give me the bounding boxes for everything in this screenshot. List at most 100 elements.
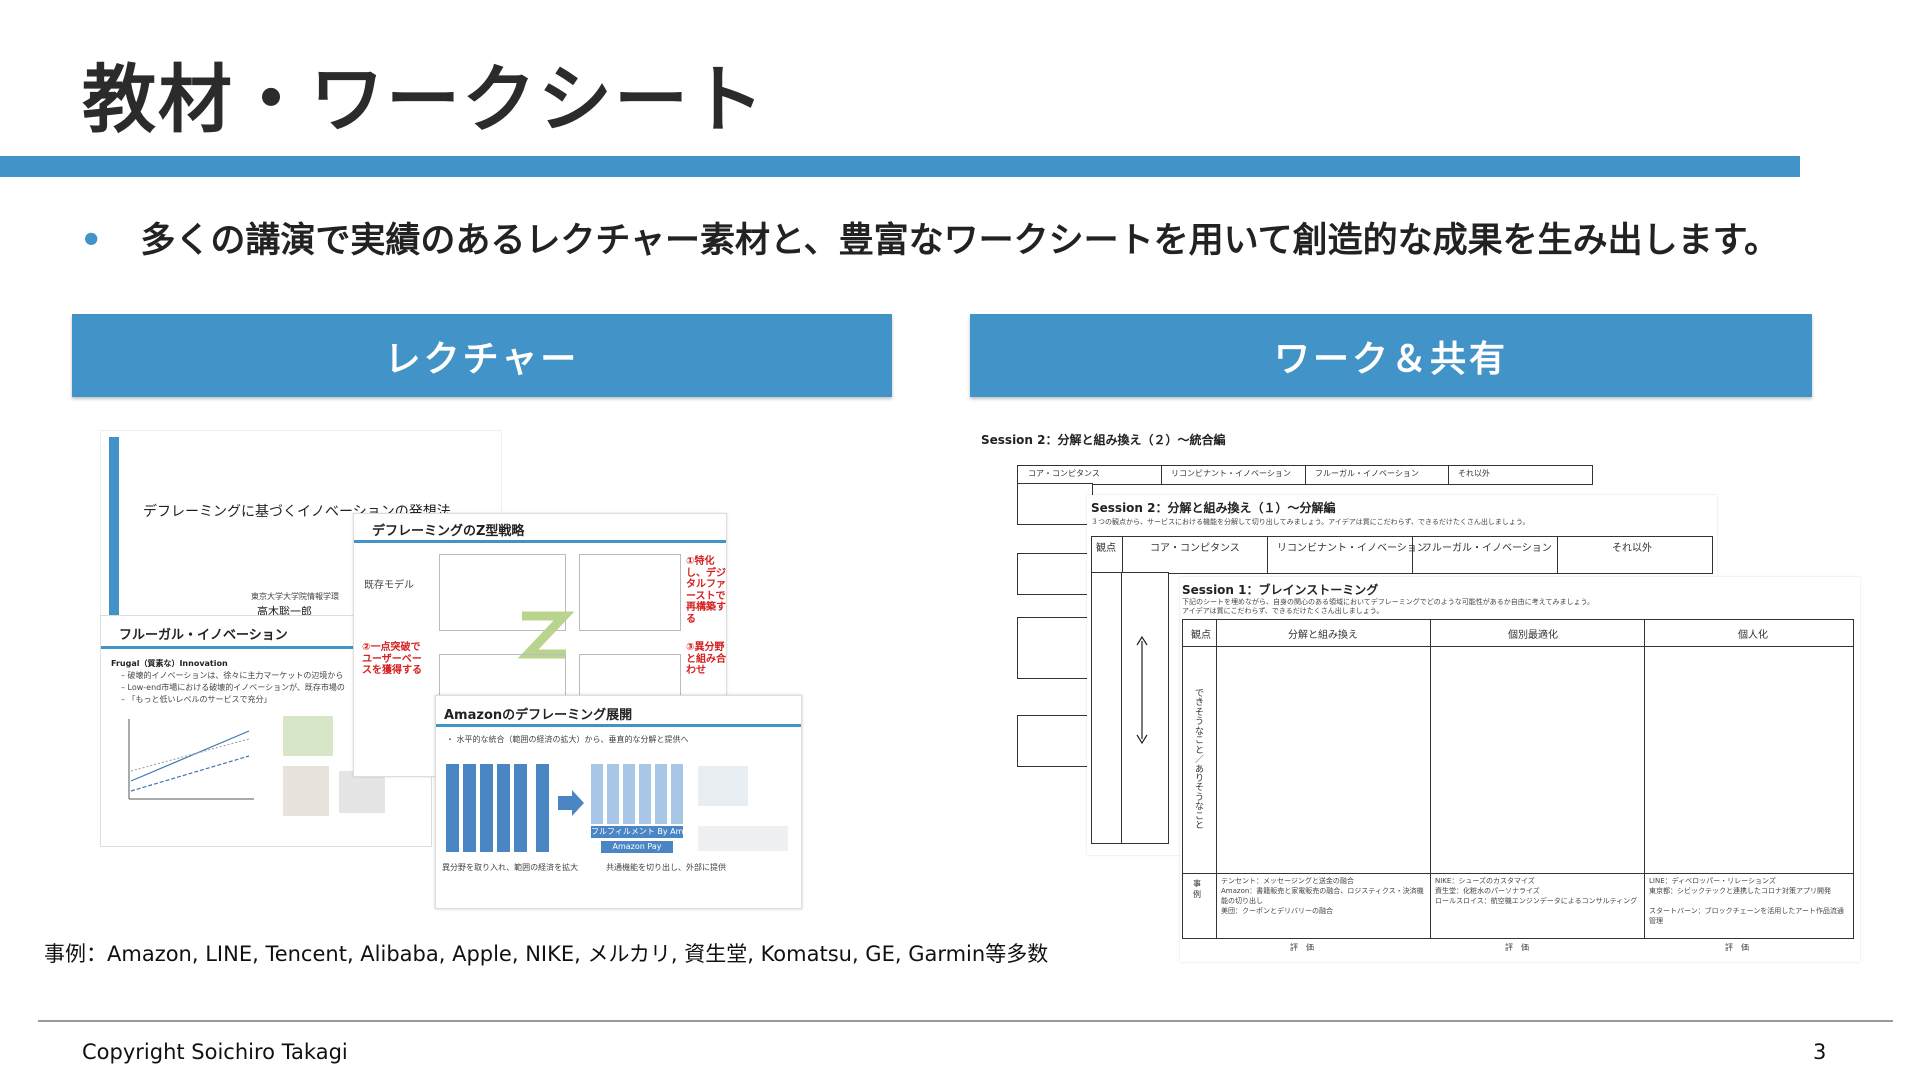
ws3-table: 観点 分解と組み換え 個別最適化 個人化 できそうなこと／ありそうなこと 事例 … [1182, 619, 1854, 939]
slide4-bullet: ・ 水平的な統合（範囲の経済の拡大）から、垂直的な分解と提供へ [446, 735, 689, 744]
slide4-rule [436, 724, 801, 727]
slide2-photo-1 [283, 716, 333, 756]
ws3-case-1-1: テンセント：メッセージングと送金の融合 [1221, 877, 1354, 885]
ws3-title: Session 1：ブレインストーミング [1182, 583, 1379, 597]
ws2-col-divider [1557, 537, 1558, 573]
ws3-col-divider [1216, 620, 1217, 938]
title-underline-bar [0, 156, 1800, 177]
lecture-slide-frugal: フルーガル・イノベーション Frugal（質素な）Innovation – 破壊… [100, 615, 432, 847]
ws1-cell [1017, 617, 1093, 679]
ws3-case-rule [1183, 873, 1853, 874]
ws3-side-label: できそうなこと／ありそうなこと [1195, 689, 1205, 832]
ws3-header-rule [1183, 646, 1853, 647]
ws2-title: Session 2：分解と組み換え（１）～分解編 [1091, 501, 1336, 515]
amazon-bar [446, 764, 459, 852]
amazon-bar [463, 764, 476, 852]
ws2-side-column [1121, 572, 1169, 844]
ws3-case-2-2: 資生堂：化粧水のパーソナライズ [1435, 887, 1540, 895]
copyright-text: Copyright Soichiro Takagi [82, 1040, 348, 1064]
ws2-col-divider [1267, 537, 1268, 573]
ws3-case-1-3: 美団：クーポンとデリバリーの融合 [1221, 907, 1333, 915]
intro-bullet: • 多くの講演で実績のあるレクチャー素材と、豊富なワークシートを用いて創造的な成果… [80, 212, 1779, 263]
slide2-title: フルーガル・イノベーション [119, 628, 288, 643]
amazon-bar-light [591, 764, 603, 824]
slide3-box-1 [439, 554, 566, 631]
amazon-bar [497, 764, 510, 852]
ws2-header-row: 観点 コア・コンピタンス リコンビナント・イノベーション フルーガル・イノベーシ… [1091, 536, 1713, 574]
ws1-header-row: コア・コンピタンス リコンビナント・イノベーション フルーガル・イノベーション … [1017, 465, 1593, 485]
ws1-cell [1017, 553, 1093, 595]
slide2-bullet-4: – 「もっと低いレベルのサービスで充分」 [121, 695, 272, 704]
ws3-col-header: 個別最適化 [1508, 630, 1558, 641]
amazon-pay-bar: Amazon Pay [601, 841, 673, 853]
slide4-title: Amazonのデフレーミング展開 [444, 708, 633, 723]
slide-accent-bar [109, 437, 119, 617]
ws3-eval-label: 評 価 [1505, 943, 1529, 952]
ws3-case-1-2: Amazon：書籍販売と家電販売の融合、ロジスティクス・決済機能の切り出し [1221, 887, 1424, 905]
slide4-left-note: 異分野を取り入れ、範囲の経済を拡大 [442, 863, 579, 872]
ws2-col-divider [1122, 537, 1123, 573]
case-examples-caption: 事例：Amazon, LINE, Tencent, Alibaba, Apple… [44, 942, 1049, 966]
ws3-description-2: アイデアは質にこだわらず、できるだけたくさん出しましょう。 [1182, 607, 1384, 615]
slide2-rule [101, 646, 431, 649]
ws2-description: ３つの観点から、サービスにおける機能を分解して切り出してみましょう。アイデアは質… [1091, 518, 1530, 526]
slide1-university: 東京大学大学院情報学環 [251, 592, 339, 601]
slide2-performance-chart [128, 719, 254, 800]
slide3-red-note-2: ②一点突破でユーザーベースを獲得する [362, 642, 422, 676]
ws2-left-column [1091, 572, 1123, 844]
amazon-bar-light [671, 764, 683, 824]
ws3-eval-label: 評 価 [1290, 943, 1314, 952]
ws1-col-divider [1448, 466, 1449, 484]
slide2-bullet-3: – Low-end市場における破壊的イノベーションが、既存市場の [121, 683, 345, 692]
ws1-col-header: フルーガル・イノベーション [1315, 469, 1419, 478]
ws2-col-header: フルーガル・イノベーション [1422, 543, 1552, 554]
ws3-case-2-1: NIKE：シューズのカスタマイズ [1435, 877, 1535, 885]
amazon-bar-light [607, 764, 619, 824]
worksheet-collage: Session 2：分解と組み換え（２）～統合編 コア・コンピタンス リコンビナ… [975, 425, 1865, 965]
slide3-title: デフレーミングのZ型戦略 [372, 524, 525, 539]
bullet-dot-icon: • [80, 221, 103, 261]
slide4-image-1 [698, 766, 748, 806]
slide3-existing-model-label: 既存モデル [364, 580, 414, 591]
ws3-case-3-1: LINE：ディベロッパー・リレーションズ [1649, 877, 1776, 885]
ws3-col-divider [1430, 620, 1431, 938]
ws2-col-header: 観点 [1096, 543, 1116, 554]
slide1-author: 高木聡一郎 [257, 605, 312, 618]
lecture-header: レクチャー [72, 314, 892, 397]
slide2-photo-2 [283, 766, 329, 816]
ws1-cell [1017, 483, 1093, 525]
ws1-col-divider [1305, 466, 1306, 484]
ws1-title: Session 2：分解と組み換え（２）～統合編 [981, 433, 1226, 447]
amazon-bar [514, 764, 527, 852]
ws3-case-3-2: 東京都：シビックテックと連携したコロナ対策アプリ開発 [1649, 887, 1831, 895]
ws1-col-header: それ以外 [1458, 469, 1490, 478]
ws2-col-header: コア・コンピタンス [1150, 543, 1240, 554]
ws2-col-header: それ以外 [1612, 543, 1652, 554]
ws3-case-label: 事例 [1193, 879, 1201, 899]
ws3-col-header: 個人化 [1738, 630, 1768, 641]
slide2-bullet-1: Frugal（質素な）Innovation [111, 659, 228, 668]
ws2-col-header: リコンビナント・イノベーション [1277, 543, 1427, 554]
amazon-bar-light [655, 764, 667, 824]
slide4-right-note: 共通機能を切り出し、外部に提供 [606, 863, 726, 872]
intro-text: 多くの講演で実績のあるレクチャー素材と、豊富なワークシートを用いて創造的な成果を… [140, 221, 1780, 261]
slide3-box-2 [579, 554, 681, 631]
slide3-red-note-1: ①特化し、デジタルファーストで再構築する [686, 556, 726, 625]
fulfillment-by-amazon-bar: フルフィルメント By Amazon [591, 826, 703, 838]
worksheet-session1-brainstorm: Session 1：ブレインストーミング 下記のシートを埋めながら、自身の関心の… [1180, 577, 1860, 962]
lecture-slide-amazon: Amazonのデフレーミング展開 ・ 水平的な統合（範囲の経済の拡大）から、垂直… [435, 695, 802, 909]
footer-divider [38, 1020, 1893, 1022]
ws3-col-header: 観点 [1191, 630, 1211, 641]
slide3-red-note-3: ③異分野と組み合わせ [686, 642, 726, 676]
ws2-col-divider [1412, 537, 1413, 573]
right-arrow-icon [558, 790, 584, 816]
ws1-col-header: リコンビナント・イノベーション [1171, 469, 1291, 478]
ws3-description-1: 下記のシートを埋めながら、自身の関心のある領域においてデフレーミングでどのような… [1182, 598, 1595, 606]
ws1-col-header: コア・コンピタンス [1028, 469, 1100, 478]
vertical-double-arrow-icon [1136, 635, 1148, 745]
ws3-eval-label: 評 価 [1725, 943, 1749, 952]
ws3-col-header: 分解と組み換え [1288, 630, 1358, 641]
ws1-cell [1017, 715, 1093, 767]
slide2-photo-3 [339, 771, 385, 813]
work-share-header: ワーク＆共有 [970, 314, 1812, 397]
